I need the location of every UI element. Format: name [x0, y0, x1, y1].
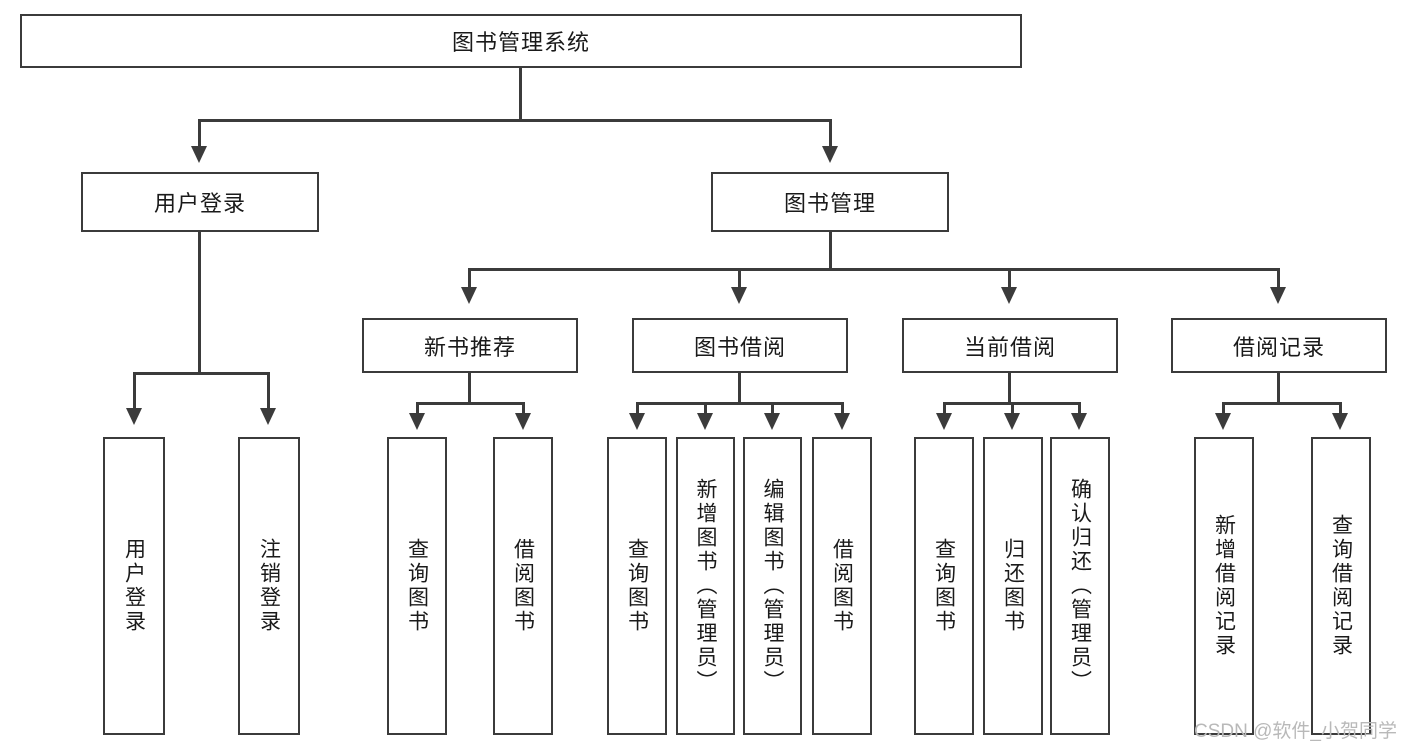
node-login[interactable]: 用户登录	[81, 172, 319, 232]
node-leaf-rec-add[interactable]: 新增借阅记录	[1194, 437, 1254, 735]
node-current[interactable]: 当前借阅	[902, 318, 1118, 373]
node-leaf-cur-query[interactable]: 查询图书	[914, 437, 974, 735]
arrow-newbook-leaf-2	[515, 413, 531, 430]
edge-borrow-drop-4	[841, 402, 844, 415]
node-borrow[interactable]: 图书借阅	[632, 318, 848, 373]
arrow-bookmgmt-borrow	[731, 287, 747, 304]
node-records[interactable]: 借阅记录	[1171, 318, 1387, 373]
edge-newbook-drop-1	[416, 402, 419, 415]
node-leaf-user-login-label: 用户登录	[122, 538, 146, 634]
node-leaf-nb-query-label: 查询图书	[405, 538, 429, 634]
edge-login-bus	[133, 372, 270, 375]
node-records-label: 借阅记录	[1232, 334, 1325, 360]
edge-records-drop-2	[1339, 402, 1342, 415]
edge-newbook-bus	[416, 402, 525, 405]
node-login-label: 用户登录	[153, 191, 246, 216]
node-bookmgmt[interactable]: 图书管理	[711, 172, 949, 232]
node-leaf-nb-borrow-label: 借阅图书	[511, 538, 535, 634]
edge-bookmgmt-drop-4	[1277, 268, 1280, 288]
node-bookmgmt-label: 图书管理	[783, 191, 876, 216]
arrow-borrow-leaf-1	[629, 413, 645, 430]
edge-bookmgmt-drop-2	[738, 268, 741, 288]
edge-borrow-drop-2	[704, 402, 707, 415]
edge-newbook-stem	[468, 373, 471, 403]
edge-root-bus	[198, 119, 832, 122]
edge-borrow-drop-1	[636, 402, 639, 415]
node-leaf-user-logout[interactable]: 注销登录	[238, 437, 300, 735]
node-leaf-bw-add-label: 新增图书（管理员）	[694, 478, 717, 694]
node-borrow-label: 图书借阅	[693, 334, 786, 360]
node-leaf-nb-query[interactable]: 查询图书	[387, 437, 447, 735]
edge-borrow-drop-3	[771, 402, 774, 415]
node-leaf-user-login[interactable]: 用户登录	[103, 437, 165, 735]
node-newbook-label: 新书推荐	[423, 334, 516, 360]
edge-records-bus	[1222, 402, 1342, 405]
edge-bookmgmt-drop-1	[468, 268, 471, 288]
edge-records-stem	[1277, 373, 1280, 403]
node-leaf-cur-query-label: 查询图书	[932, 538, 956, 634]
edge-root-to-bookmgmt	[829, 119, 832, 149]
edge-records-drop-1	[1222, 402, 1225, 415]
edge-bookmgmt-drop-3	[1008, 268, 1011, 288]
node-leaf-cur-confirm[interactable]: 确认归还（管理员）	[1050, 437, 1110, 735]
edge-root-to-login	[198, 119, 201, 149]
node-leaf-bw-borrow[interactable]: 借阅图书	[812, 437, 872, 735]
node-leaf-bw-edit-label: 编辑图书（管理员）	[761, 478, 784, 694]
edge-current-drop-2	[1011, 402, 1014, 415]
edge-borrow-bus	[636, 402, 844, 405]
edge-current-drop-3	[1078, 402, 1081, 415]
node-root[interactable]: 图书管理系统	[20, 14, 1022, 68]
node-leaf-user-logout-label: 注销登录	[257, 538, 281, 634]
arrow-root-to-bookmgmt	[822, 146, 838, 163]
node-root-label: 图书管理系统	[451, 30, 590, 55]
edge-login-drop-2	[267, 372, 270, 410]
arrow-current-leaf-2	[1004, 413, 1020, 430]
node-leaf-bw-add[interactable]: 新增图书（管理员）	[676, 437, 735, 735]
arrow-login-leaf-2	[260, 408, 276, 425]
arrow-borrow-leaf-4	[834, 413, 850, 430]
arrow-current-leaf-1	[936, 413, 952, 430]
edge-bookmgmt-stem	[829, 232, 832, 269]
arrow-bookmgmt-records	[1270, 287, 1286, 304]
edge-login-stem	[198, 232, 201, 373]
arrow-borrow-leaf-2	[697, 413, 713, 430]
arrow-newbook-leaf-1	[409, 413, 425, 430]
edge-current-stem	[1008, 373, 1011, 403]
node-leaf-cur-return-label: 归还图书	[1001, 538, 1025, 634]
node-leaf-bw-borrow-label: 借阅图书	[830, 538, 854, 634]
node-leaf-cur-confirm-label: 确认归还（管理员）	[1068, 478, 1092, 694]
node-leaf-bw-query-label: 查询图书	[625, 538, 649, 634]
arrow-bookmgmt-newbook	[461, 287, 477, 304]
node-leaf-rec-query[interactable]: 查询借阅记录	[1311, 437, 1371, 735]
edge-login-drop-1	[133, 372, 136, 410]
arrow-borrow-leaf-3	[764, 413, 780, 430]
node-leaf-rec-add-label: 新增借阅记录	[1212, 514, 1236, 658]
edge-borrow-stem	[738, 373, 741, 403]
edge-bookmgmt-bus	[468, 268, 1280, 271]
arrow-records-leaf-1	[1215, 413, 1231, 430]
node-leaf-nb-borrow[interactable]: 借阅图书	[493, 437, 553, 735]
node-newbook[interactable]: 新书推荐	[362, 318, 578, 373]
node-current-label: 当前借阅	[963, 334, 1056, 360]
edge-root-stem	[519, 68, 522, 120]
arrow-records-leaf-2	[1332, 413, 1348, 430]
edge-current-drop-1	[943, 402, 946, 415]
arrow-current-leaf-3	[1071, 413, 1087, 430]
arrow-root-to-login	[191, 146, 207, 163]
node-leaf-bw-query[interactable]: 查询图书	[607, 437, 667, 735]
node-leaf-rec-query-label: 查询借阅记录	[1329, 514, 1353, 658]
node-leaf-cur-return[interactable]: 归还图书	[983, 437, 1043, 735]
arrow-login-leaf-1	[126, 408, 142, 425]
arrow-bookmgmt-current	[1001, 287, 1017, 304]
edge-newbook-drop-2	[522, 402, 525, 415]
node-leaf-bw-edit[interactable]: 编辑图书（管理员）	[743, 437, 802, 735]
